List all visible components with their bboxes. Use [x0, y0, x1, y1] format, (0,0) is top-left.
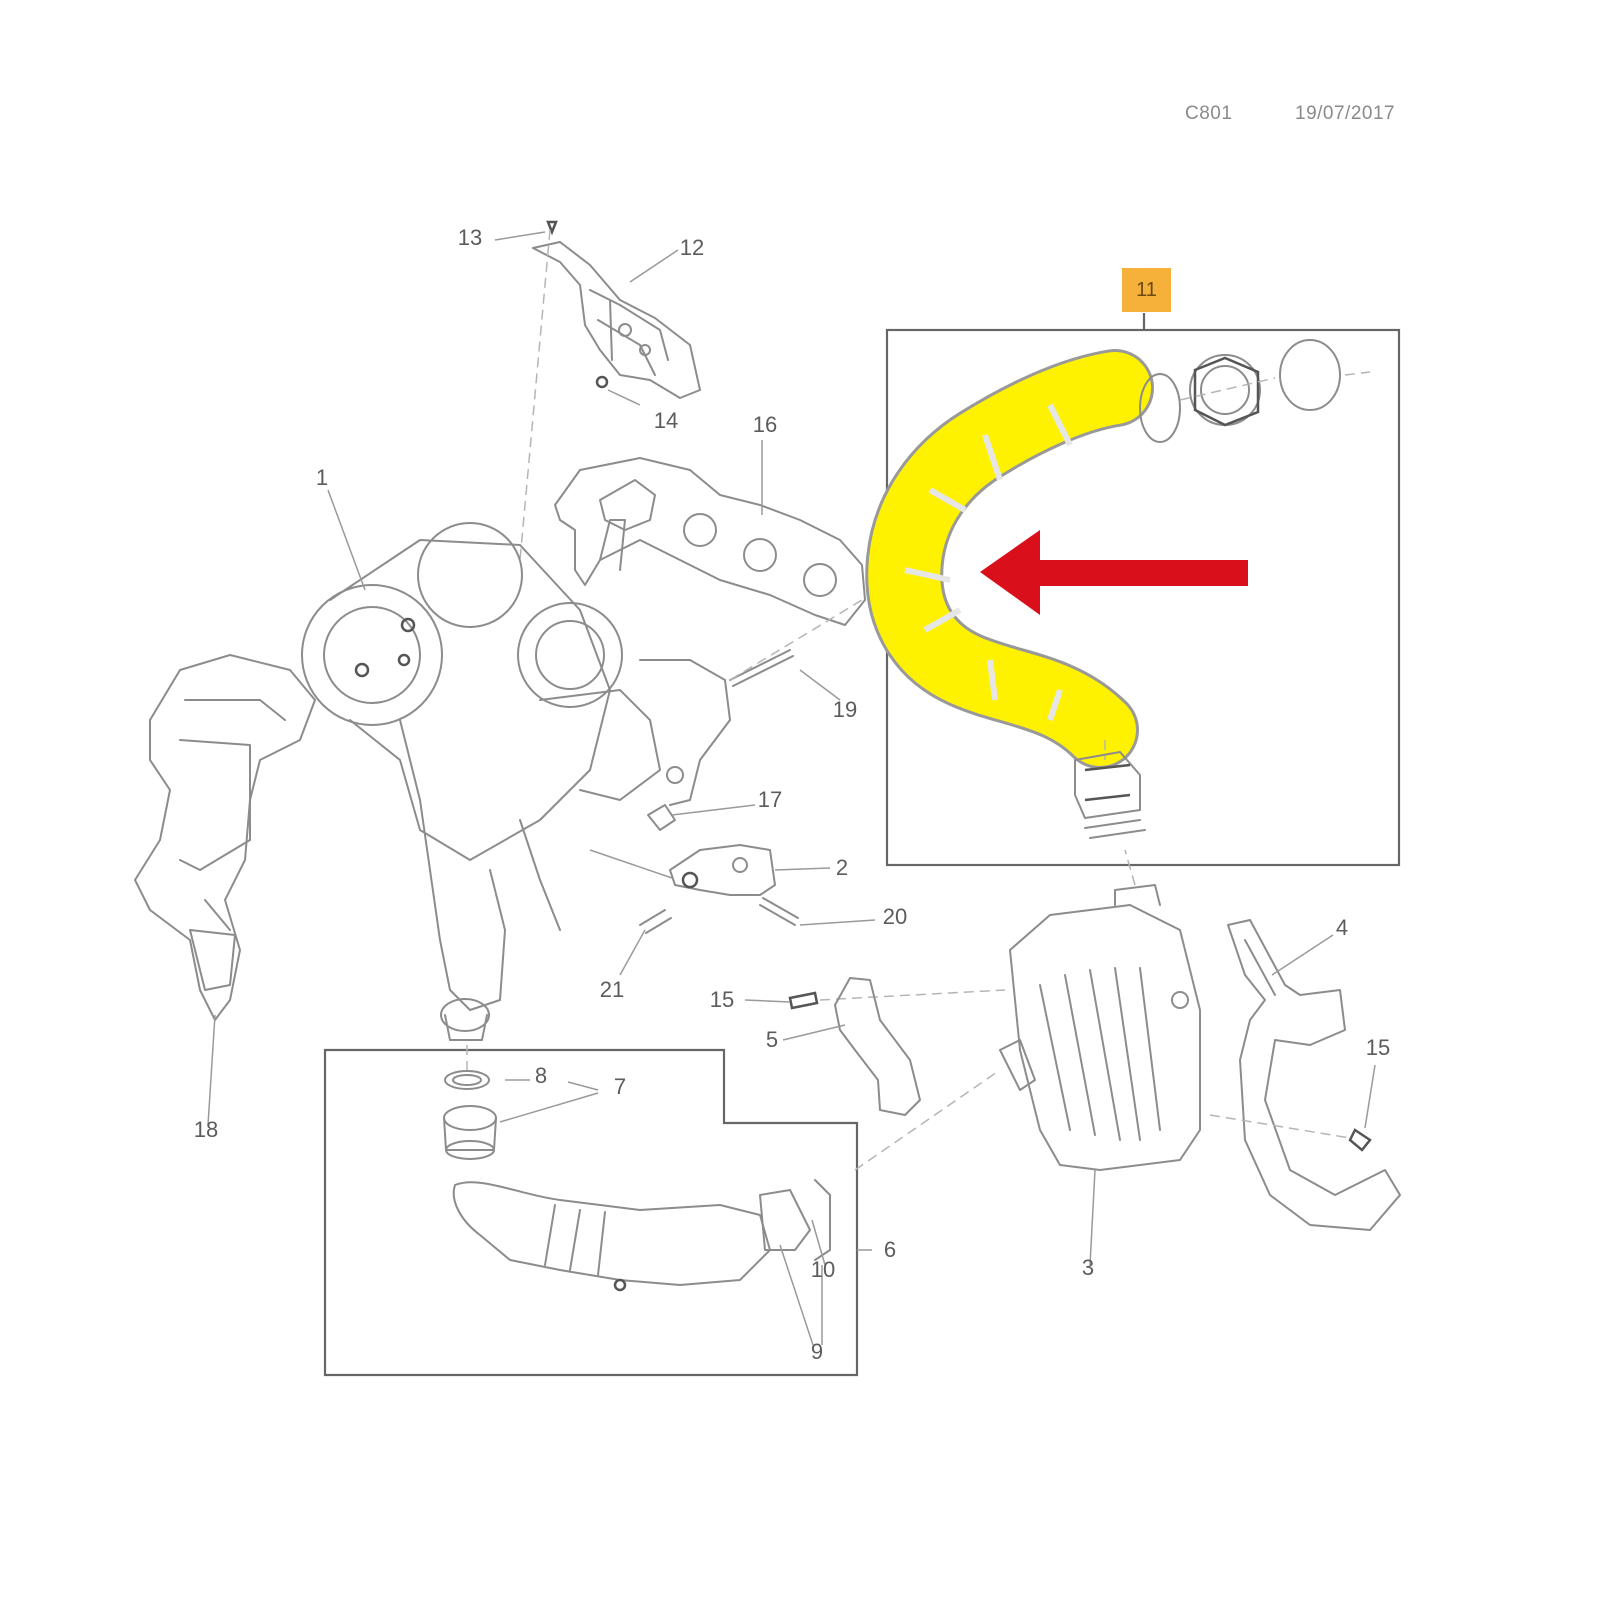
callout-12: 12 [679, 235, 705, 260]
group-box-6 [323, 1048, 859, 1377]
callout-21: 21 [599, 977, 625, 1002]
part-17 [647, 804, 676, 831]
callout-10: 10 [810, 1257, 836, 1282]
callout-17: 17 [757, 787, 783, 812]
highlighted-hose [868, 352, 1151, 766]
callout-16: 16 [752, 412, 778, 437]
part-stud-19 [729, 649, 794, 687]
callout-18: 18 [193, 1117, 219, 1142]
part-heat-shield-12 [532, 220, 701, 399]
red-arrow-icon [980, 530, 1248, 615]
part-bracket-5 [834, 977, 921, 1116]
callout-13: 13 [457, 225, 483, 250]
diagram-code: C801 [1185, 103, 1233, 124]
callout-14: 14 [653, 408, 679, 433]
part-bolt-21 [639, 909, 672, 934]
callout-20: 20 [882, 904, 908, 929]
part-bolt-15a [788, 991, 819, 1010]
part-intercooler-3 [999, 884, 1201, 1171]
part-exhaust-manifold-16 [554, 457, 866, 626]
part-bolt-20 [759, 897, 799, 926]
part-bracket-4 [1227, 919, 1401, 1231]
callout-5: 5 [765, 1027, 779, 1052]
diagram-date: 19/07/2017 [1295, 103, 1396, 124]
part-hose-6 [443, 1070, 831, 1292]
callout-19: 19 [832, 697, 858, 722]
callout-6: 6 [883, 1237, 897, 1262]
part-bracket-2 [669, 844, 776, 896]
highlight-tag: 11 [1122, 268, 1171, 312]
part-bracket-18 [134, 654, 316, 1021]
callout-15a: 15 [709, 987, 735, 1012]
callout-7: 7 [613, 1074, 627, 1099]
callout-8: 8 [534, 1063, 548, 1088]
callout-15b: 15 [1365, 1035, 1391, 1060]
part-charge-air-hose-11 [865, 339, 1371, 839]
callout-1: 1 [315, 465, 329, 490]
callout-3: 3 [1081, 1255, 1095, 1280]
callout-2: 2 [835, 855, 849, 880]
callout-4: 4 [1335, 915, 1349, 940]
part-turbocharger-1 [301, 522, 731, 1041]
callout-9: 9 [810, 1339, 824, 1364]
